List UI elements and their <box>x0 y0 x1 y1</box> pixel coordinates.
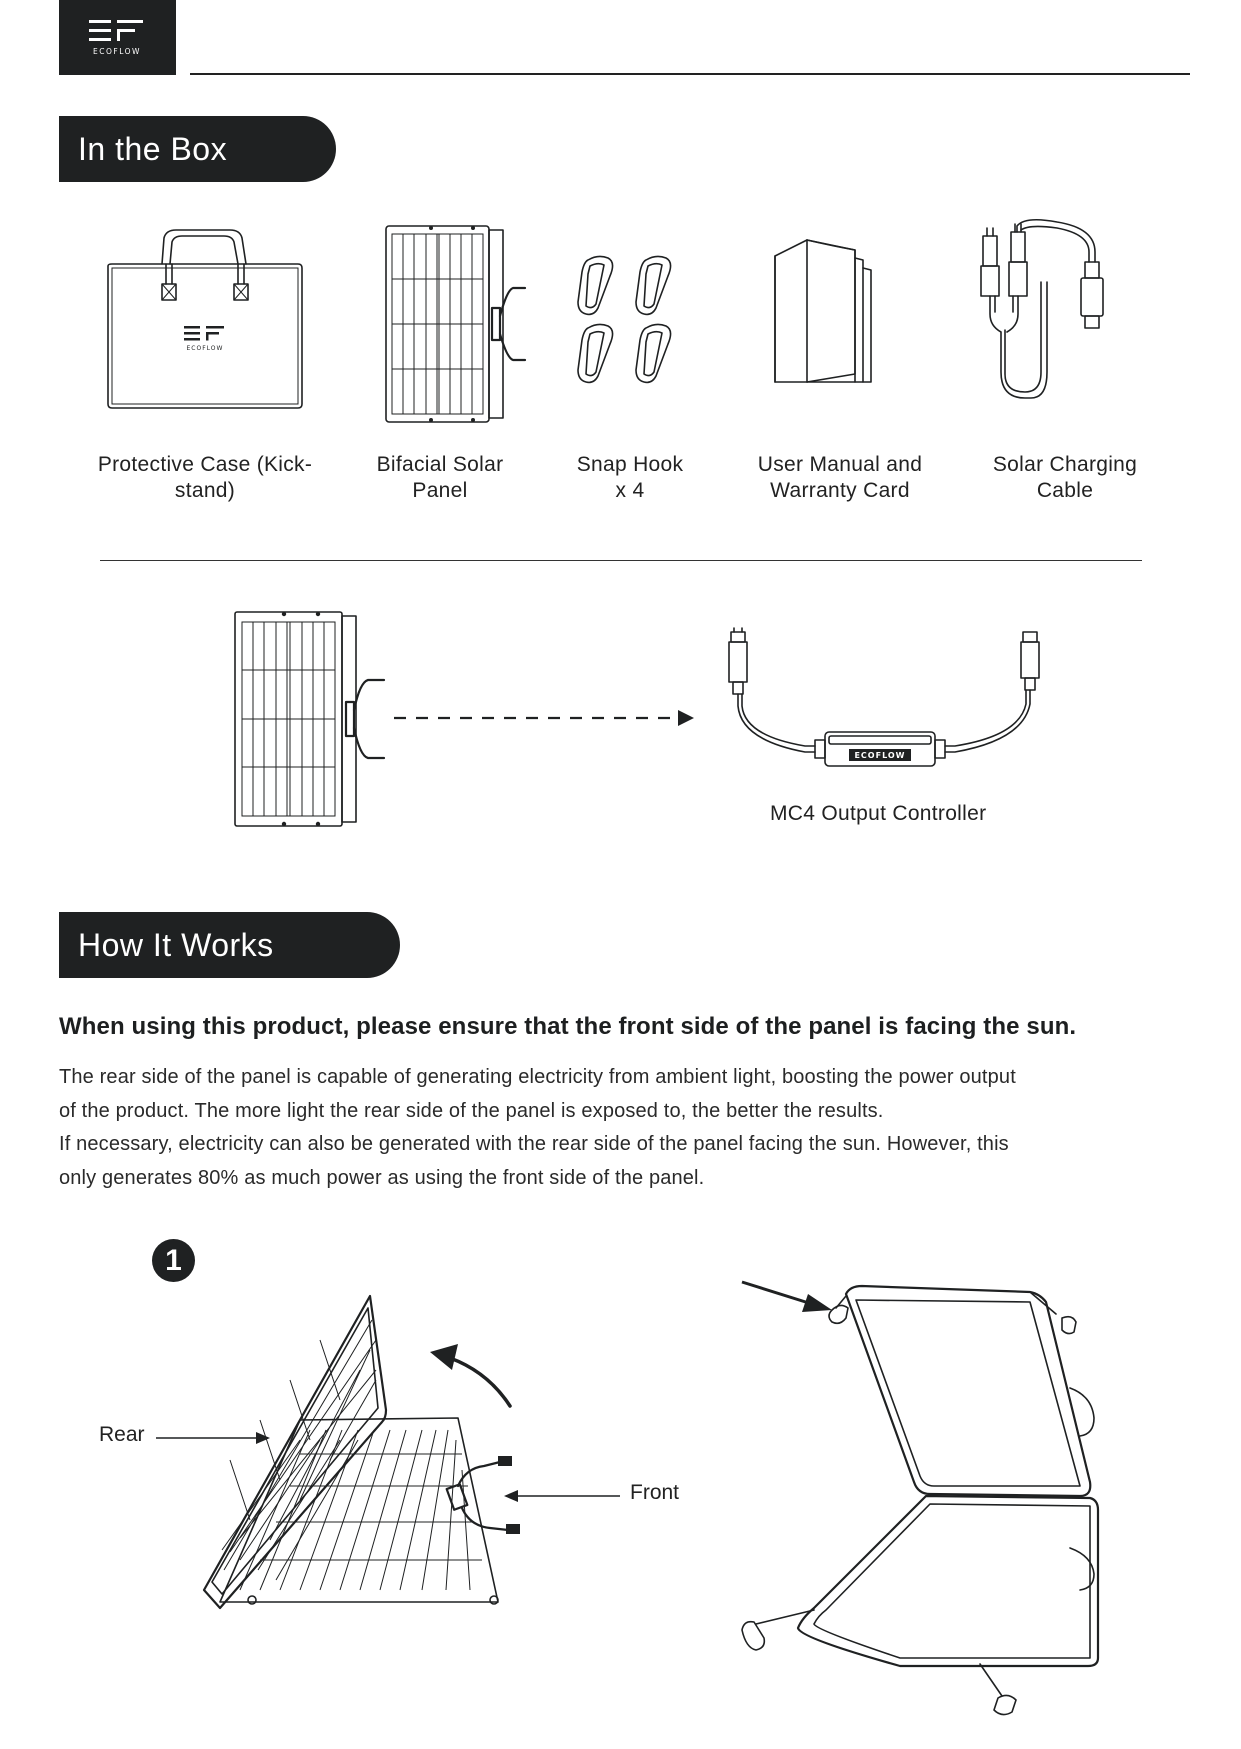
item-label-line: Snap Hook <box>576 453 684 476</box>
item-label-line: Protective Case (Kick- <box>97 453 313 476</box>
item-label-protective-case: Protective Case (Kick- stand) <box>80 452 330 504</box>
item-label-line: Solar Charging <box>992 453 1138 476</box>
rotate-arrow-icon <box>430 1344 512 1408</box>
manual-icon <box>774 239 872 383</box>
svg-text:ECOFLOW: ECOFLOW <box>93 47 141 56</box>
item-label-line: x 4 <box>615 479 645 502</box>
case-with-hooks-icon <box>741 1284 1100 1716</box>
item-label-charging-cable: Solar Charging Cable <box>960 452 1170 504</box>
front-callout-arrow <box>504 1490 620 1502</box>
section-title-text: In the Box <box>78 131 228 167</box>
instruction-lead: When using this product, please ensure t… <box>59 1013 1077 1040</box>
mc4-controller-icon: ECOFLOW <box>728 627 1040 767</box>
charging-cable-icon <box>980 218 1104 399</box>
item-label-line: Bifacial Solar <box>376 453 504 476</box>
item-label-manual: User Manual and Warranty Card <box>725 452 955 504</box>
item-label-line: User Manual and <box>757 453 923 476</box>
instruction-paragraph: The rear side of the panel is capable of… <box>59 1061 1219 1195</box>
paragraph-line: If necessary, electricity can also be ge… <box>59 1133 1009 1155</box>
front-callout-label: Front <box>630 1481 680 1504</box>
paragraph-line: The rear side of the panel is capable of… <box>59 1066 1016 1088</box>
item-label-snap-hook: Snap Hook x 4 <box>550 452 710 504</box>
unfolded-panel-icon <box>202 1294 520 1610</box>
svg-text:ECOFLOW: ECOFLOW <box>187 345 224 352</box>
hook-pointer-arrow <box>741 1280 832 1312</box>
paragraph-line: of the product. The more light the rear … <box>59 1099 884 1122</box>
rear-callout-arrow <box>156 1432 270 1444</box>
snap-hook-icon <box>577 255 672 384</box>
section-title-how-it-works: How It Works <box>59 912 400 978</box>
item-label-line: stand) <box>174 479 236 502</box>
protective-case-icon: ECOFLOW <box>107 229 303 409</box>
controller-label: MC4 Output Controller <box>770 802 987 825</box>
step-number-badge: 1 <box>152 1239 195 1282</box>
section-divider <box>100 560 1142 561</box>
ecoflow-logo: ECOFLOW <box>59 0 176 75</box>
dashed-arrow-icon <box>394 710 694 726</box>
section-title-in-the-box: In the Box <box>59 116 336 182</box>
ecoflow-logo-icon: ECOFLOW <box>89 20 143 56</box>
svg-text:ECOFLOW: ECOFLOW <box>854 751 905 760</box>
paragraph-line: only generates 80% as much power as usin… <box>59 1166 705 1189</box>
item-label-line: Panel <box>412 479 468 502</box>
header-rule <box>190 73 1190 75</box>
item-label-solar-panel: Bifacial Solar Panel <box>340 452 540 504</box>
item-label-line: Warranty Card <box>770 479 910 502</box>
solar-panel-icon <box>385 225 527 423</box>
item-label-line: Cable <box>1036 479 1094 502</box>
panel-with-controller-icon <box>234 611 386 827</box>
rear-callout-label: Rear <box>99 1423 145 1446</box>
section-title-text: How It Works <box>78 927 274 963</box>
